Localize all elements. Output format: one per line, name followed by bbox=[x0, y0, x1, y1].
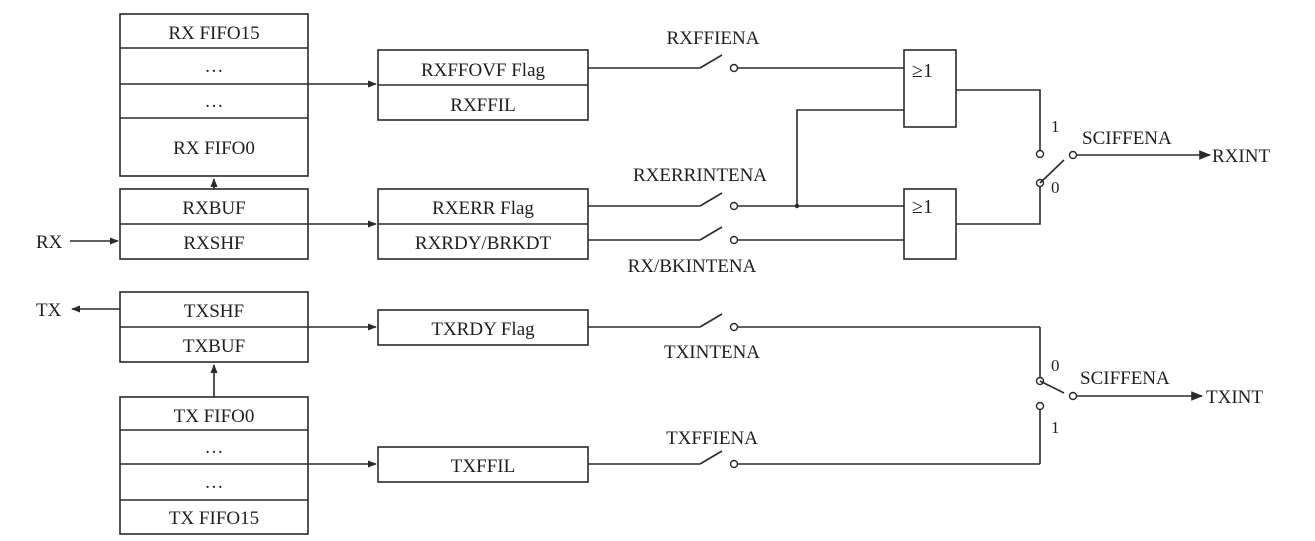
tx-mux-output-contact bbox=[1068, 391, 1078, 401]
rxffiena-switch: RXFFIENA bbox=[588, 28, 904, 73]
tx-fifo-ellipsis-2: … bbox=[205, 472, 224, 493]
or-gate-bottom: ≥1 bbox=[903, 188, 957, 260]
rx-mux-sciffena-label: SCIFFENA bbox=[1082, 128, 1172, 149]
tx-mux-sciffena-label: SCIFFENA bbox=[1080, 368, 1170, 389]
rx-mux-pos-1: 1 bbox=[1051, 117, 1060, 136]
txffiena-label: TXFFIENA bbox=[666, 428, 758, 449]
txrdy-flag-label: TXRDY Flag bbox=[431, 319, 535, 340]
rxerrintena-label: RXERRINTENA bbox=[633, 165, 767, 186]
txint-label: TXINT bbox=[1206, 387, 1263, 408]
rx-mux-pos-0: 0 bbox=[1051, 178, 1060, 197]
tx-fifo15-label: TX FIFO15 bbox=[169, 508, 259, 529]
tx-fifo-frame bbox=[119, 396, 309, 535]
txffil-box: TXFFIL bbox=[377, 446, 589, 483]
rx-mux-output-contact bbox=[1068, 150, 1078, 160]
rxffovf-flag-label: RXFFOVF Flag bbox=[421, 60, 546, 81]
txrdy-box: TXRDY Flag bbox=[377, 309, 589, 346]
rxint-label: RXINT bbox=[1212, 146, 1270, 167]
rx-buffer-box: RXBUF RXSHF bbox=[119, 188, 309, 260]
or-top-to-mux-wire bbox=[956, 89, 1041, 150]
rxbkintena-label: RX/BKINTENA bbox=[628, 256, 757, 277]
tx-mux-pos-1: 1 bbox=[1051, 418, 1060, 437]
rx-mux-contact-1 bbox=[1035, 149, 1045, 159]
or-bottom-to-mux-wire bbox=[956, 187, 1041, 225]
rx-mux-lever bbox=[1039, 159, 1065, 184]
rxffovf-box: RXFFOVF Flag RXFFIL bbox=[377, 49, 589, 121]
or-gate-top-symbol: ≥1 bbox=[912, 60, 933, 82]
tx-mux-pos-0: 0 bbox=[1051, 356, 1060, 375]
rxrdy-brkdt-label: RXRDY/BRKDT bbox=[415, 233, 552, 254]
txintena-label: TXINTENA bbox=[664, 342, 760, 363]
or-gate-top: ≥1 bbox=[903, 49, 957, 128]
rx-fifo-ellipsis-2: … bbox=[205, 91, 224, 112]
rx-fifo-stack: RX FIFO15 … … RX FIFO0 bbox=[119, 13, 309, 177]
tx-buffer-box: TXSHF TXBUF bbox=[119, 291, 309, 363]
rx-fifo0-label: RX FIFO0 bbox=[173, 138, 255, 159]
rxerr-to-or-top-wire bbox=[796, 109, 904, 206]
rxffiena-label: RXFFIENA bbox=[667, 28, 760, 49]
rxerr-box: RXERR Flag RXRDY/BRKDT bbox=[377, 188, 589, 260]
txffiena-switch: TXFFIENA bbox=[588, 410, 1041, 469]
tx-fifo-ellipsis-1: … bbox=[205, 437, 224, 458]
tx-mux-contact-1 bbox=[1035, 401, 1045, 411]
tx-fifo0-label: TX FIFO0 bbox=[174, 406, 255, 427]
rxbkintena-switch: RX/BKINTENA bbox=[588, 226, 904, 277]
tx-fifo-stack: TX FIFO0 … … TX FIFO15 bbox=[119, 396, 309, 535]
tx-output-label: TX bbox=[36, 300, 62, 321]
rxerr-flag-label: RXERR Flag bbox=[432, 198, 534, 219]
rx-fifo15-label: RX FIFO15 bbox=[168, 23, 259, 44]
txffil-label: TXFFIL bbox=[451, 456, 515, 477]
txbuf-label: TXBUF bbox=[183, 336, 245, 357]
rxffil-label: RXFFIL bbox=[450, 95, 515, 116]
rx-input-label: RX bbox=[36, 232, 63, 253]
txintena-switch: TXINTENA bbox=[588, 313, 1041, 377]
rx-mux-switch: 1 0 SCIFFENA bbox=[1035, 117, 1212, 197]
rxshf-label: RXSHF bbox=[183, 233, 244, 254]
tx-mux-switch: 0 1 SCIFFENA bbox=[1035, 356, 1204, 437]
rxerrintena-switch: RXERRINTENA bbox=[588, 165, 904, 211]
rx-fifo-frame bbox=[119, 13, 309, 177]
rxbuf-label: RXBUF bbox=[182, 198, 245, 219]
rx-fifo-ellipsis-1: … bbox=[205, 56, 224, 77]
txshf-label: TXSHF bbox=[184, 301, 244, 322]
tx-mux-lever bbox=[1039, 380, 1065, 394]
or-gate-bottom-symbol: ≥1 bbox=[912, 196, 933, 218]
